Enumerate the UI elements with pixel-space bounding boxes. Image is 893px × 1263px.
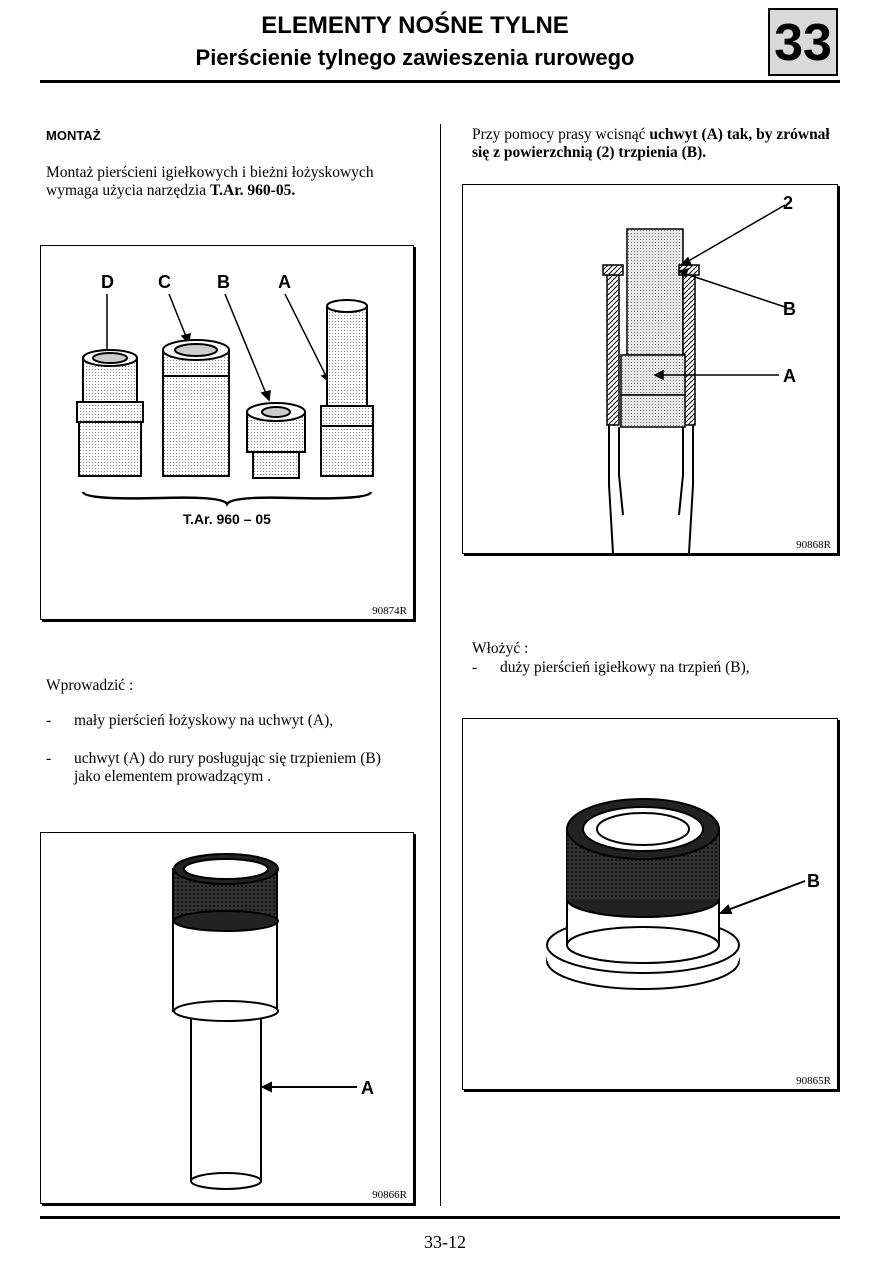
press-text-bold: uchwyt (A) tak, by zrównał się z powierz…	[472, 126, 830, 161]
page-subtitle: Pierścienie tylnego zawieszenia rurowego	[195, 45, 635, 70]
column-divider	[440, 124, 441, 1206]
press-section-illustration: 2 B A	[602, 193, 796, 554]
label-c: C	[158, 272, 171, 292]
mandrel-b-icon	[546, 798, 740, 990]
chapter-badge: 33	[768, 8, 838, 76]
label-2: 2	[783, 193, 793, 213]
tool-set-label: T.Ar. 960 – 05	[183, 511, 271, 527]
tool-b-icon	[246, 402, 306, 479]
label-b: B	[783, 299, 796, 319]
figure-press-section: 2 B A 90868R	[462, 184, 838, 554]
intro-text: Montaż pierścieni igiełkowych i bieżni ł…	[46, 164, 374, 199]
figure-tool-set: D C B A	[40, 245, 414, 620]
list-item-text: uchwyt (A) do rury posługując się trzpie…	[74, 750, 381, 785]
list-item-text: duży pierścień igiełkowy na trzpień (B),	[500, 659, 750, 676]
header-rule	[40, 80, 840, 83]
tube-walls	[602, 264, 700, 426]
needle-ring-illustration: B	[546, 798, 820, 990]
label-d: D	[101, 272, 114, 292]
list-item-text: mały pierścień łożyskowy na uchwyt (A),	[74, 712, 334, 729]
instruction-insert: Wprowadzić :	[46, 677, 134, 694]
section-title: MONTAŻ	[46, 128, 101, 143]
leader-arrows	[653, 204, 786, 381]
holder-illustration: A	[172, 853, 374, 1190]
page-title: ELEMENTY NOŚNE TYLNE	[261, 12, 569, 39]
press-paragraph: Przy pomocy prasy wcisnąć uchwyt (A) tak…	[472, 126, 832, 162]
figure-needle-ring: B 90865R	[462, 718, 838, 1090]
mandrel-b	[626, 228, 684, 356]
intro-paragraph: Montaż pierścieni igiełkowych i bieżni ł…	[46, 164, 406, 200]
figure-code: 90866R	[372, 1189, 407, 1201]
leader-arrow	[718, 880, 806, 914]
figure-code: 90865R	[796, 1075, 831, 1087]
press-text: Przy pomocy prasy wcisnąć	[472, 126, 650, 143]
leader-arrow	[260, 1081, 357, 1093]
tool-d-icon	[76, 349, 144, 477]
label-b: B	[217, 272, 230, 292]
footer-rule	[40, 1216, 840, 1219]
page-number: 33-12	[424, 1232, 466, 1252]
tool-reference: T.Ar. 960-05.	[209, 182, 296, 199]
lower-tube	[618, 427, 684, 516]
label-b: B	[807, 871, 820, 891]
figure-code: 90868R	[796, 539, 831, 551]
figure-code: 90874R	[372, 605, 407, 617]
list-item: - duży pierścień igiełkowy na trzpień (B…	[472, 659, 750, 676]
label-a: A	[361, 1078, 374, 1098]
list-item: - mały pierścień łożyskowy na uchwyt (A)…	[46, 712, 334, 729]
tool-c-icon	[162, 339, 230, 477]
tool-a-icon	[320, 299, 374, 477]
holder-a-icon	[172, 853, 279, 1190]
instruction-place: Włożyć :	[472, 640, 529, 657]
label-a: A	[783, 366, 796, 386]
label-a: A	[278, 272, 291, 292]
brace	[81, 491, 373, 507]
tool-set-illustration: D C B A	[76, 272, 374, 527]
list-item: - uchwyt (A) do rury posługując się trzp…	[46, 750, 406, 790]
figure-holder-in-tube: A 90866R	[40, 832, 414, 1204]
